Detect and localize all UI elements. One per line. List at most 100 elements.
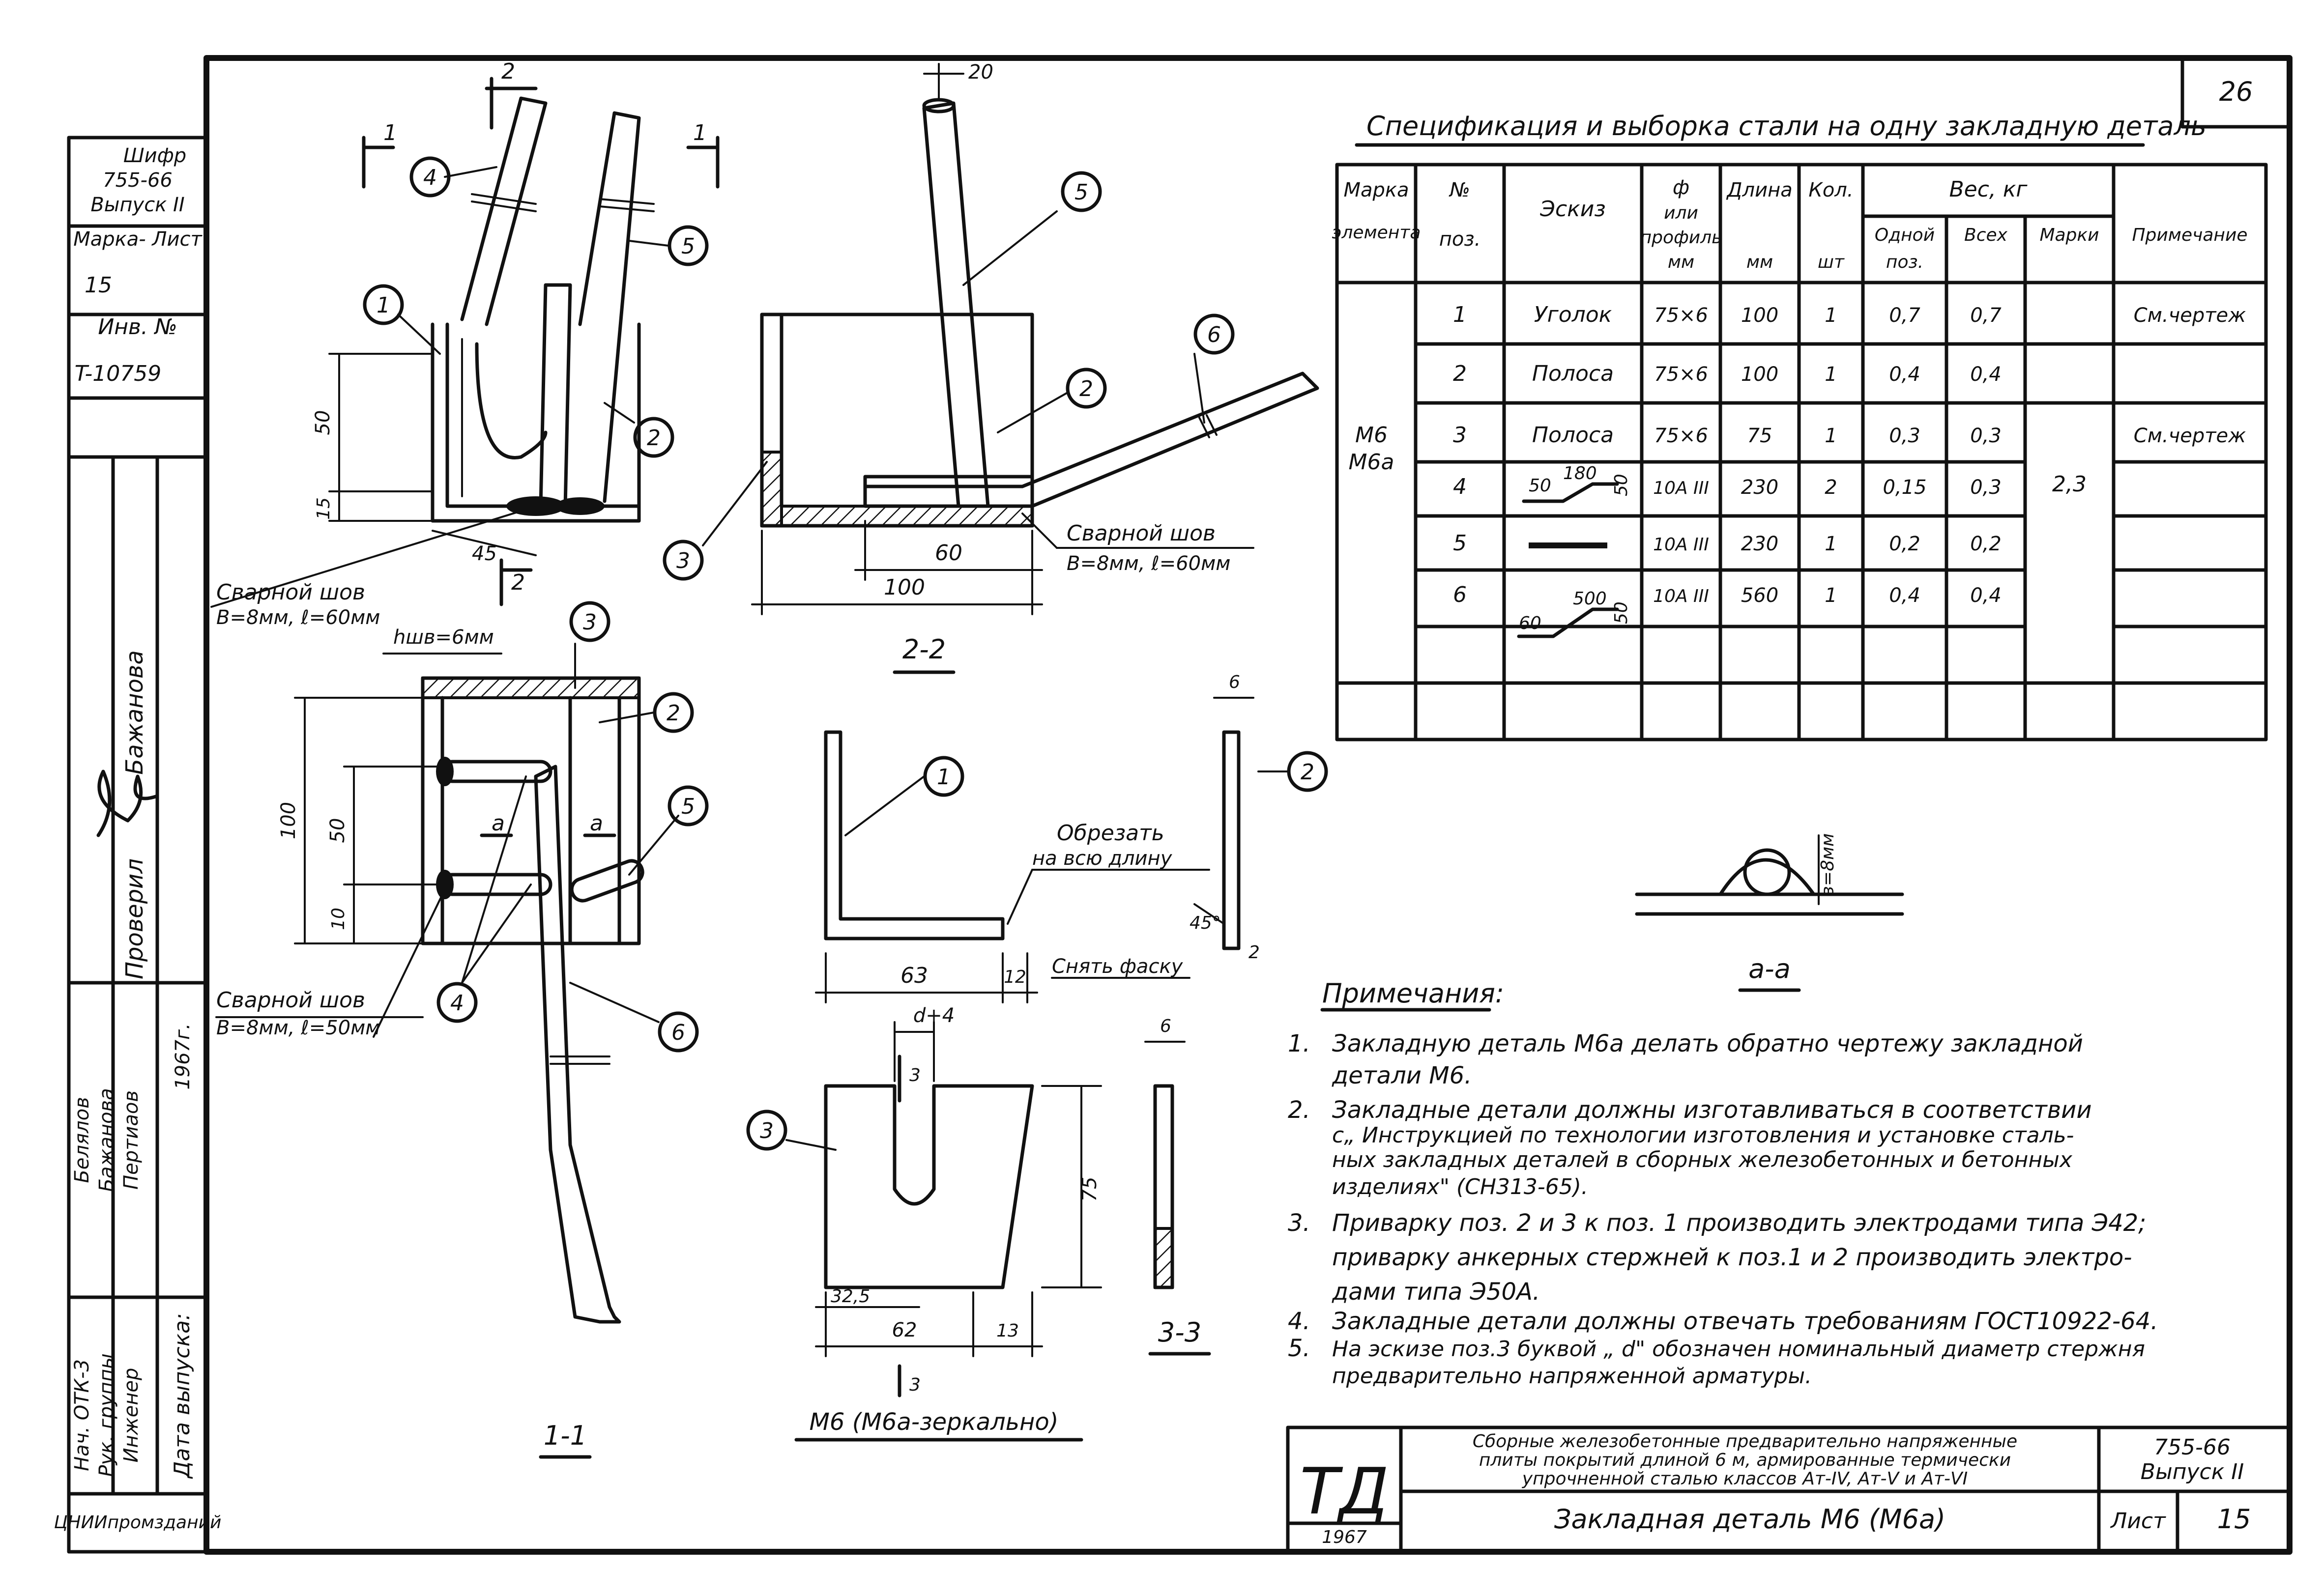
tb-code: 755-66 (2154, 1435, 2231, 1460)
callout-4 (409, 156, 451, 198)
hdr-weight-one-1: Одной (1875, 225, 1935, 245)
note-2-l3: ных закладных деталей в сборных железобе… (1332, 1147, 2073, 1172)
hdr-profile-4: мм (1668, 252, 1694, 272)
table-row: 1 Уголок 75×6 100 1 0,7 0,7 См.чертеж (1453, 302, 2246, 327)
note-4-n: 4. (1288, 1308, 1310, 1335)
dim-45: 45 (472, 542, 497, 565)
tb-sheet-label: Лист (2110, 1509, 2166, 1534)
note-2-l1: Закладные детали должны изготавливаться … (1332, 1096, 2092, 1124)
cell-qty: 1 (1825, 533, 1837, 555)
dim-50-plan: 50 (326, 818, 349, 843)
stamp-cipher-value: 755-66 (103, 169, 173, 192)
note-1-l1: Закладную деталь М6а делать обратно черт… (1332, 1030, 2083, 1057)
stamp-name-3: Пертиаов (120, 1090, 143, 1190)
cell-length: 560 (1741, 584, 1778, 607)
spec-title: Спецификация и выборка стали на одну зак… (1366, 111, 2206, 142)
spec-table: Спецификация и выборка стали на одну зак… (1332, 111, 2268, 741)
hdr-weight-all: Всех (1964, 225, 2008, 245)
logo: ТД (1300, 1454, 1389, 1529)
cut-note-1: Обрезать (1057, 821, 1164, 846)
cell-sketch: Полоса (1532, 423, 1614, 448)
title-block: ТД 1967 Сборные железобетонные предварит… (1286, 1425, 2292, 1554)
notes: Примечания: 1. Закладную деталь М6а дела… (1288, 978, 2158, 1389)
cell-qty: 1 (1825, 363, 1837, 386)
cell-pos: 5 (1453, 531, 1467, 556)
dim-100: 100 (884, 575, 925, 600)
cell-note: См.чертеж (2134, 304, 2246, 327)
tb-desc-3: упрочненной сталью классов Ат-IV, Ат-V и… (1522, 1469, 1968, 1489)
dim-20: 20 (968, 61, 993, 84)
svg-text:6: 6 (1207, 322, 1221, 347)
svg-text:6: 6 (671, 1020, 685, 1045)
sheet-number-box (2180, 56, 2292, 129)
note-3-l1: Приварку поз. 2 и 3 к поз. 1 производить… (1332, 1209, 2146, 1237)
stamp-name-1: Белялов (71, 1097, 93, 1183)
dim-3: 3 (909, 1065, 921, 1085)
stamp-inv-value: T-10759 (75, 361, 161, 386)
callout-3-plan (569, 601, 610, 642)
cell-pos: 1 (1453, 302, 1467, 327)
note-1-l2: детали М6. (1332, 1062, 1472, 1089)
dim-75: 75 (1078, 1177, 1101, 1202)
cell-pos: 2 (1453, 361, 1467, 386)
stamp-issue-date-label: Дата выпуска: (170, 1313, 195, 1479)
callout-6-plan (658, 1011, 699, 1053)
callout-2-detail (1287, 751, 1328, 792)
notes-title: Примечания: (1322, 978, 1504, 1009)
cell-weight-one: 0,3 (1889, 425, 1920, 447)
weld-note-2-size: В=8мм, ℓ=60мм (1067, 552, 1230, 575)
cell-profile: 10A III (1653, 586, 1709, 606)
cell-weight-all: 0,7 (1970, 304, 2002, 327)
cell-length: 100 (1741, 363, 1778, 386)
dim-12: 12 (1004, 967, 1026, 987)
hdr-weight-mark: Марки (2039, 225, 2099, 245)
cell-profile: 75×6 (1654, 425, 1708, 447)
callout-3-detail (746, 1110, 787, 1151)
hdr-weight: Вес, кг (1949, 177, 2028, 202)
cell-weight-all: 0,4 (1970, 584, 2002, 607)
weld-note-1-title: Сварной шов (216, 580, 365, 605)
table-row: 2 Полоса 75×6 100 1 0,4 0,4 (1453, 361, 2002, 386)
dim-60: 60 (935, 541, 962, 566)
note-5-l2: предварительно напряженной арматуры. (1332, 1364, 1812, 1389)
sketch6-a: 60 (1519, 613, 1541, 633)
cut-note-2: на всю длину (1032, 847, 1173, 870)
dim-100-plan: 100 (277, 802, 300, 839)
hdr-sketch: Эскиз (1539, 197, 1605, 222)
cell-qty: 1 (1825, 584, 1837, 607)
weld-note-3-size: В=8мм, ℓ=50мм (216, 1017, 380, 1039)
callout-5-v22 (1061, 171, 1102, 212)
section-3-3: 6 3-3 (1144, 1016, 1211, 1356)
mark-label: М6 (М6а-зеркально) (810, 1408, 1059, 1436)
svg-text:5: 5 (681, 234, 695, 259)
cell-qty: 1 (1825, 425, 1837, 447)
section-3-3-label: 3-3 (1158, 1317, 1201, 1348)
cell-weight-one: 0,4 (1889, 363, 1920, 386)
hdr-pos-2: поз. (1439, 228, 1481, 251)
dim-15: 15 (314, 497, 334, 520)
cell-length: 100 (1741, 304, 1778, 327)
dim-6-pos2: 6 (1229, 672, 1240, 692)
cell-sketch: Полоса (1532, 361, 1614, 386)
tb-desc-1: Сборные железобетонные предварительно на… (1473, 1431, 2017, 1452)
weld-note-3-title: Сварной шов (216, 988, 365, 1013)
section-a-a-label: а-а (1748, 953, 1791, 984)
cut-mark-1b: 1 (693, 120, 707, 145)
hdr-weight-one-2: поз. (1886, 252, 1923, 272)
callout-2-plan (653, 692, 694, 733)
section-a-a: в=8мм а-а (1635, 833, 1904, 992)
view-1-1-plan: 100 50 10 а а 3 2 5 4 6 hшв=6мм Сварной … (215, 601, 709, 1459)
svg-text:4: 4 (450, 991, 464, 1016)
note-4-l1: Закладные детали должны отвечать требова… (1332, 1308, 2158, 1335)
table-row: 5 10A III 230 1 0,2 0,2 (1453, 531, 2002, 556)
detail-pos-2: 6 2 45° 2 Снять фаску (1051, 672, 1328, 979)
stamp-issue: Выпуск II (90, 194, 184, 216)
table-row: 6 60 500 50 10A III 560 1 0,4 0,4 (1453, 582, 2002, 638)
hdr-pos-1: № (1449, 179, 1470, 201)
dim-62: 62 (892, 1319, 917, 1341)
detail-pos-1: 1 63 12 Обрезать на всю длину (815, 730, 1210, 1003)
hdr-qty-1: Кол. (1808, 179, 1853, 201)
cell-weight-all: 0,4 (1970, 363, 2002, 386)
callout-1 (363, 284, 404, 325)
cut-mark-2a: 2 (501, 59, 515, 84)
